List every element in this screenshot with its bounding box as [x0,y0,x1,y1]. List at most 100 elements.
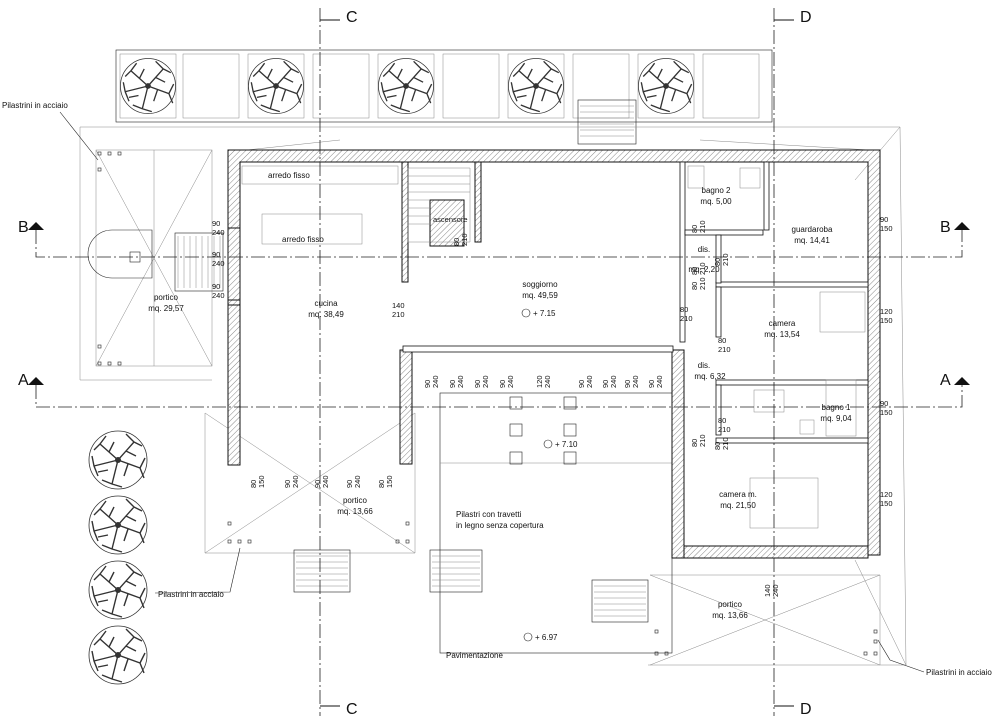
steel-columns [97,151,878,656]
svg-text:90: 90 [283,480,292,488]
tree-icon [88,495,148,555]
west-portico [87,229,224,292]
note-steel-columns-1: Pilastrini in acciaio [2,101,68,110]
svg-text:210: 210 [392,310,405,319]
section-label-d-top: D [800,9,812,26]
svg-text:140: 140 [392,301,405,310]
note-pergola: Pilastri con travetti in legno senza cop… [456,510,544,530]
room-camera-m-name: camera m. [719,490,757,499]
section-label-c-bottom: C [346,701,358,718]
tree-icon [377,57,435,115]
svg-text:80: 80 [713,258,722,266]
room-soggiorno-area: mq. 49,59 [522,291,558,300]
svg-text:210: 210 [698,220,707,233]
svg-text:90: 90 [880,399,888,408]
svg-text:240: 240 [321,475,330,488]
note-fixed-furniture-2: arredo fisso [282,235,324,244]
note-steel-columns-3: Pilastrini in acciaio [926,668,992,677]
svg-text:210: 210 [721,253,730,266]
svg-text:150: 150 [385,475,394,488]
section-label-a-left: A [18,372,29,389]
room-dis1-area: mq. 2,20 [688,265,720,274]
svg-text:90: 90 [880,215,888,224]
tree-icon [88,430,148,490]
svg-text:150: 150 [880,224,893,233]
svg-text:80: 80 [249,480,258,488]
svg-text:240: 240 [771,584,780,597]
svg-text:120: 120 [535,375,544,388]
svg-text:240: 240 [291,475,300,488]
room-portico-south-name: portico [343,496,368,505]
room-portico-west-area: mq. 29,57 [148,304,184,313]
section-label-c-top: C [346,9,358,26]
section-label-d-bottom: D [800,701,812,718]
note-pergola-line-2: in legno senza copertura [456,521,544,530]
svg-text:210: 210 [698,262,707,275]
tree-icon [88,625,148,685]
tree-icon [247,57,305,115]
svg-text:210: 210 [698,277,707,290]
room-labels: portico mq. 29,57 cucina mq. 38,49 soggi… [148,186,852,620]
svg-text:90: 90 [577,380,586,388]
svg-text:240: 240 [609,375,618,388]
svg-text:80: 80 [690,225,699,233]
svg-text:210: 210 [718,345,731,354]
note-fixed-furniture-1: arredo fisso [268,171,310,180]
svg-text:240: 240 [585,375,594,388]
svg-text:90: 90 [623,380,632,388]
svg-text:90: 90 [212,282,220,291]
room-cucina-name: cucina [314,299,338,308]
svg-text:90: 90 [473,380,482,388]
svg-text:210: 210 [460,233,469,246]
svg-text:240: 240 [631,375,640,388]
room-portico-south-area: mq. 13,66 [337,507,373,516]
svg-text:150: 150 [880,316,893,325]
svg-text:80: 80 [718,336,726,345]
room-dis2-area: mq. 6,32 [694,372,726,381]
svg-text:240: 240 [456,375,465,388]
svg-text:90: 90 [212,250,220,259]
room-dis1-name: dis. [698,245,710,254]
svg-text:210: 210 [680,314,693,323]
room-bagno2-name: bagno 2 [702,186,731,195]
room-guardaroba-area: mq. 14,41 [794,236,830,245]
svg-text:90: 90 [647,380,656,388]
svg-text:80: 80 [690,439,699,447]
room-soggiorno-name: soggiorno [522,280,558,289]
room-portico-west-name: portico [154,293,179,302]
svg-text:80: 80 [377,480,386,488]
note-paving: Pavimentazione [446,651,503,660]
svg-text:90: 90 [601,380,610,388]
svg-text:240: 240 [431,375,440,388]
room-portico-se-name: portico [718,600,743,609]
svg-text:90: 90 [345,480,354,488]
note-elevator: ascensore [433,215,468,224]
room-camera-m-area: mq. 21,50 [720,501,756,510]
room-cucina-area: mq. 38,49 [308,310,344,319]
level-living: + 7.15 [533,309,556,318]
level-paving: + 6.97 [535,633,558,642]
svg-text:210: 210 [698,434,707,447]
svg-text:80: 80 [452,238,461,246]
planter-row [115,49,773,145]
exterior-walls [227,149,881,559]
svg-text:90: 90 [448,380,457,388]
interior-partitions [402,161,869,444]
svg-text:90: 90 [423,380,432,388]
room-camera-name: camera [769,319,796,328]
svg-text:80: 80 [680,305,688,314]
svg-text:240: 240 [543,375,552,388]
svg-text:120: 120 [880,490,893,499]
svg-text:140: 140 [763,584,772,597]
room-guardaroba-name: guardaroba [792,225,833,234]
svg-text:240: 240 [506,375,515,388]
svg-text:240: 240 [655,375,664,388]
section-label-a-right: A [940,372,951,389]
svg-text:90: 90 [212,219,220,228]
svg-text:210: 210 [718,425,731,434]
svg-text:150: 150 [880,408,893,417]
room-bagno1-name: bagno 1 [822,403,851,412]
svg-text:240: 240 [212,291,225,300]
